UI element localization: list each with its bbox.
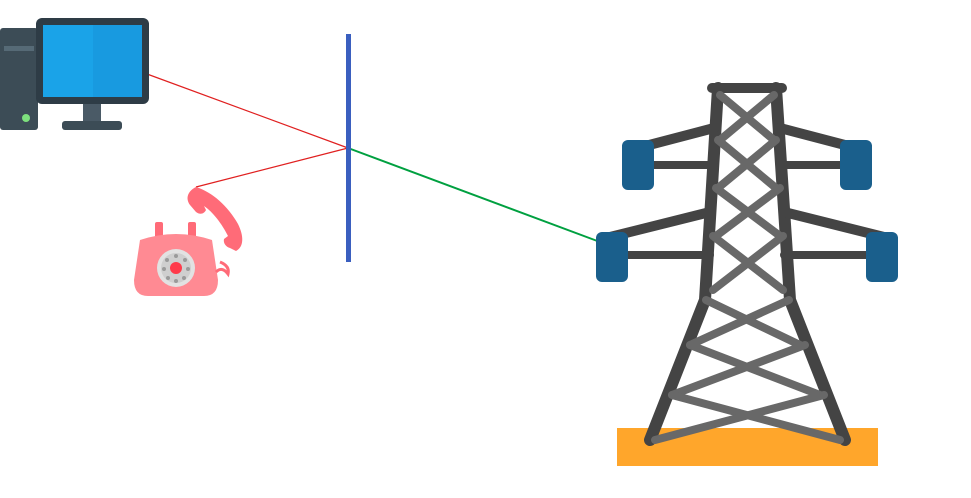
insulator (596, 232, 628, 282)
computer-to-splitter-line (146, 73, 349, 149)
insulator (622, 140, 654, 190)
tower-ground-base (617, 428, 878, 466)
rotary-telephone-icon (134, 187, 243, 296)
desktop-computer-icon (0, 18, 149, 130)
insulator (866, 232, 898, 282)
splitter-bar (346, 34, 351, 262)
insulator (840, 140, 872, 190)
power-transmission-tower-icon (596, 82, 898, 466)
splitter-to-pylon-line (347, 147, 601, 243)
telephone-to-splitter-line (195, 147, 349, 188)
